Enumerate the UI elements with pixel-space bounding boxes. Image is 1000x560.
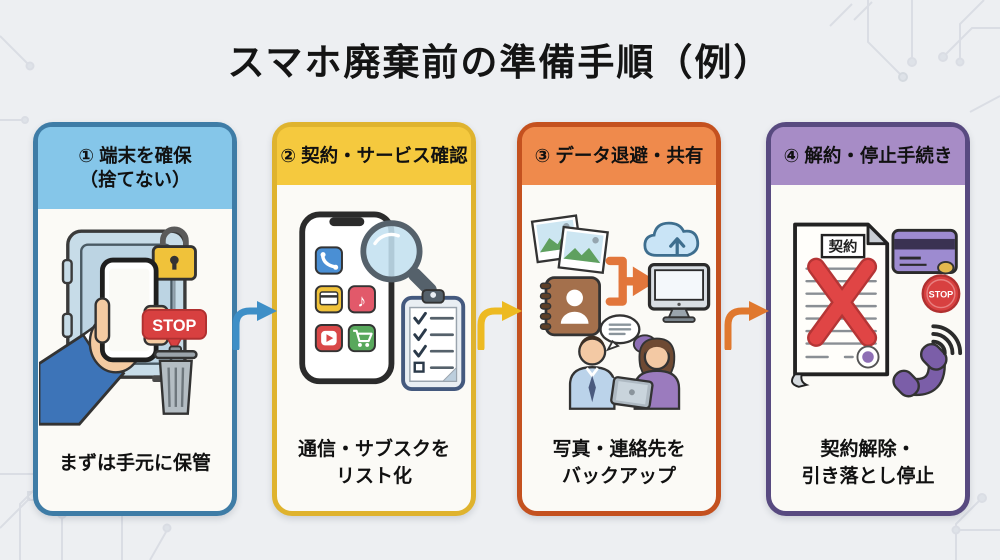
step-1-illustration-area: STOP <box>38 209 232 433</box>
trash-can-icon <box>153 345 198 415</box>
step-1-header: ① 端末を確保 （捨てない） <box>38 127 232 209</box>
stop-bubble-icon: STOP <box>141 309 207 353</box>
signal-waves-icon <box>931 324 963 356</box>
step-2-caption: 通信・サブスクを リスト化 <box>277 433 471 495</box>
monitor-icon <box>647 263 711 323</box>
step-4-illustration: 契約 <box>791 222 963 398</box>
step-card-2: ② 契約・サービス確認 <box>272 122 476 516</box>
step-2-caption-line2: リスト化 <box>335 466 412 487</box>
contract-label: 契約 <box>828 237 858 255</box>
stop-bubble-label: STOP <box>152 317 196 335</box>
step-1-caption: まずは手元に保管 <box>38 433 232 495</box>
step-3-caption: 写真・連絡先を バックアップ <box>522 433 716 495</box>
arrow-step3-to-step4 <box>724 301 769 350</box>
seal-icon <box>856 345 880 369</box>
arrow-step1-to-step2 <box>232 301 277 350</box>
step-1-caption-line1: まずは手元に保管 <box>58 452 211 474</box>
step-3-header-line1: ③ データ退避・共有 <box>534 144 704 166</box>
step-4-header-line1: ④ 解約・停止手続き <box>783 144 953 166</box>
step-1-header-line1: ① 端末を確保 <box>78 144 192 166</box>
step-3-header: ③ データ退避・共有 <box>522 127 716 185</box>
page-title: スマホ廃棄前の準備手順（例） <box>227 42 773 83</box>
step-3-illustration-area <box>522 185 716 433</box>
man-figure <box>568 335 635 410</box>
step-4-caption-line2: 引き落とし停止 <box>801 466 935 487</box>
step-4-illustration-area: 契約 <box>771 185 965 433</box>
step-3-caption-line1: 写真・連絡先を <box>552 439 686 461</box>
step-2-illustration-area: ♪ <box>277 185 471 433</box>
contract-document-icon: 契約 <box>791 222 890 388</box>
music-app-icon: ♪ <box>347 285 376 314</box>
address-book-icon <box>539 276 601 337</box>
step-2-caption-line1: 通信・サブスクを <box>297 439 450 461</box>
photos-icon <box>530 214 609 275</box>
video-app-icon <box>314 324 343 353</box>
step-4-caption: 契約解除・ 引き落とし停止 <box>771 433 965 495</box>
step-2-illustration: ♪ <box>299 211 466 391</box>
step-card-1: ① 端末を確保 （捨てない） <box>33 122 237 516</box>
svg-text:♪: ♪ <box>358 291 367 311</box>
step-card-4: ④ 解約・停止手続き 契約 <box>766 122 970 516</box>
step-2-header-line1: ② 契約・サービス確認 <box>280 144 468 166</box>
phone-app-icon <box>314 246 343 275</box>
credit-card-icon <box>891 228 958 275</box>
branch-arrow-icon <box>605 256 657 306</box>
step-1-header-line2: （捨てない） <box>79 169 191 190</box>
hand-holding-phone-icon <box>39 257 169 426</box>
red-x-icon <box>807 257 878 347</box>
step-4-caption-line1: 契約解除・ <box>820 439 916 461</box>
shopping-cart-app-icon <box>347 324 376 353</box>
step-3-illustration <box>530 214 711 410</box>
stop-badge-icon: STOP <box>921 274 961 314</box>
phone-handset-icon <box>892 342 948 398</box>
arrow-step2-to-step3 <box>477 301 522 350</box>
card-app-icon <box>314 285 343 314</box>
step-3-caption-line2: バックアップ <box>561 466 676 487</box>
tablet-icon <box>610 376 654 410</box>
stop-badge-label: STOP <box>929 289 954 299</box>
step-2-header: ② 契約・サービス確認 <box>277 127 471 185</box>
cloud-upload-icon <box>643 221 700 257</box>
padlock-icon <box>151 226 197 281</box>
checklist-clipboard-icon <box>401 289 466 391</box>
step-4-header: ④ 解約・停止手続き <box>771 127 965 185</box>
step-card-3: ③ データ退避・共有 <box>517 122 721 516</box>
step-1-illustration: STOP <box>39 226 207 426</box>
